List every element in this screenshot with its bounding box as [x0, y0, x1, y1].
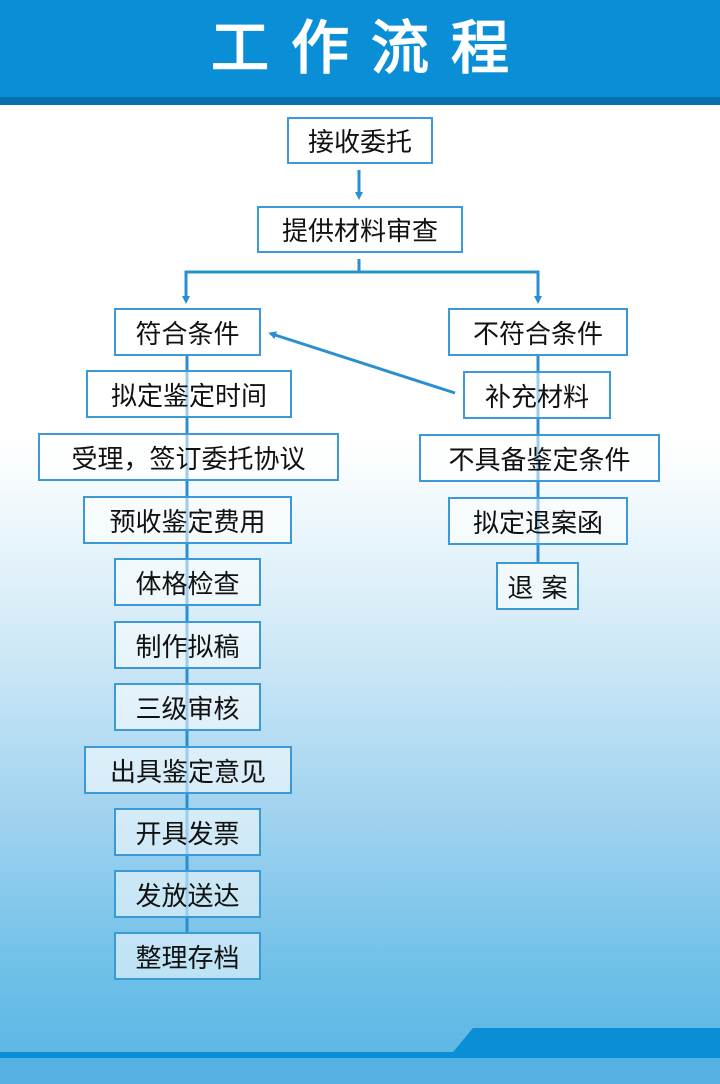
left-step: 三级审核: [114, 683, 261, 731]
left-step: 预收鉴定费用: [83, 496, 292, 544]
branch-line-right: [359, 270, 542, 304]
right-step: 补充材料: [463, 371, 611, 419]
left-step: 整理存档: [114, 932, 261, 980]
right-step: 不符合条件: [448, 308, 628, 356]
arrow-supplement-to-qualified: [268, 331, 456, 395]
footer-strip: [0, 1058, 720, 1084]
branch-line: [182, 259, 361, 304]
left-step: 拟定鉴定时间: [86, 370, 292, 418]
right-step: 拟定退案函: [448, 497, 628, 545]
left-step: 受理，签订委托协议: [38, 433, 339, 481]
left-step: 出具鉴定意见: [84, 746, 292, 794]
right-step: 不具备鉴定条件: [419, 434, 660, 482]
left-step: 制作拟稿: [114, 621, 261, 669]
header-stripe: [0, 97, 720, 105]
left-step: 体格检查: [114, 558, 261, 606]
left-step: 开具发票: [114, 808, 261, 856]
step-receive: 接收委托: [287, 117, 433, 164]
step-review: 提供材料审查: [257, 206, 463, 253]
left-step: 发放送达: [114, 870, 261, 918]
header-banner: [0, 0, 720, 97]
left-step: 符合条件: [114, 308, 261, 356]
right-step: 退 案: [496, 562, 579, 610]
page-title: 工作流程: [210, 14, 531, 82]
footer-line: [0, 1052, 720, 1058]
